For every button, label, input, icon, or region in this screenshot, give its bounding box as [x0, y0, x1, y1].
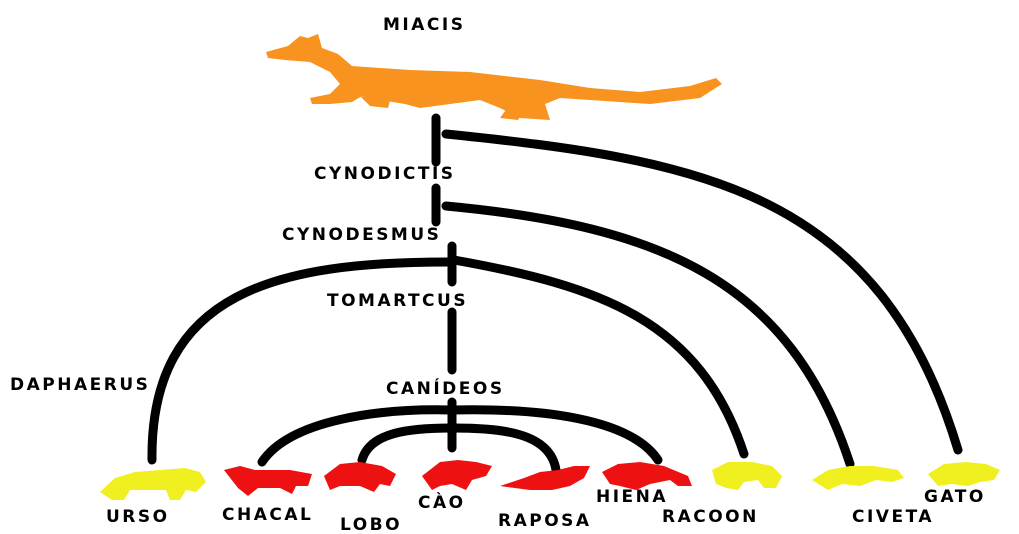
cao-silhouette-icon: [422, 460, 492, 490]
cao-label: CÀO: [418, 491, 466, 513]
cynodictis-label: CYNODICTIS: [314, 164, 456, 184]
urso-silhouette-icon: [100, 468, 206, 500]
branch-lines: [152, 118, 958, 470]
tomartcus-label: TOMARTCUS: [327, 291, 468, 311]
canideos-label: CANÍDEOS: [386, 377, 505, 399]
civeta-silhouette-icon: [812, 466, 904, 490]
daphaerus-label: DAPHAERUS: [10, 375, 150, 395]
civeta-label: CIVETA: [852, 507, 934, 527]
racoon-label: RACOON: [662, 507, 759, 527]
miacis-silhouette-icon: [266, 34, 722, 120]
gato-silhouette-icon: [928, 462, 1000, 486]
gato-label: GATO: [924, 487, 986, 507]
chacal-label: CHACAL: [222, 505, 313, 525]
raposa-silhouette-icon: [500, 466, 590, 490]
chacal-silhouette-icon: [224, 466, 312, 496]
racoon-silhouette-icon: [712, 462, 782, 490]
raposa-label: RAPOSA: [498, 511, 592, 531]
lobo-label: LOBO: [340, 515, 402, 534]
hiena-silhouette-icon: [602, 462, 692, 490]
lobo-silhouette-icon: [324, 462, 396, 492]
urso-label: URSO: [106, 507, 170, 527]
hiena-label: HIENA: [596, 487, 668, 507]
miacis-label: MIACIS: [383, 15, 465, 35]
cynodesmus-label: CYNODESMUS: [282, 225, 441, 245]
